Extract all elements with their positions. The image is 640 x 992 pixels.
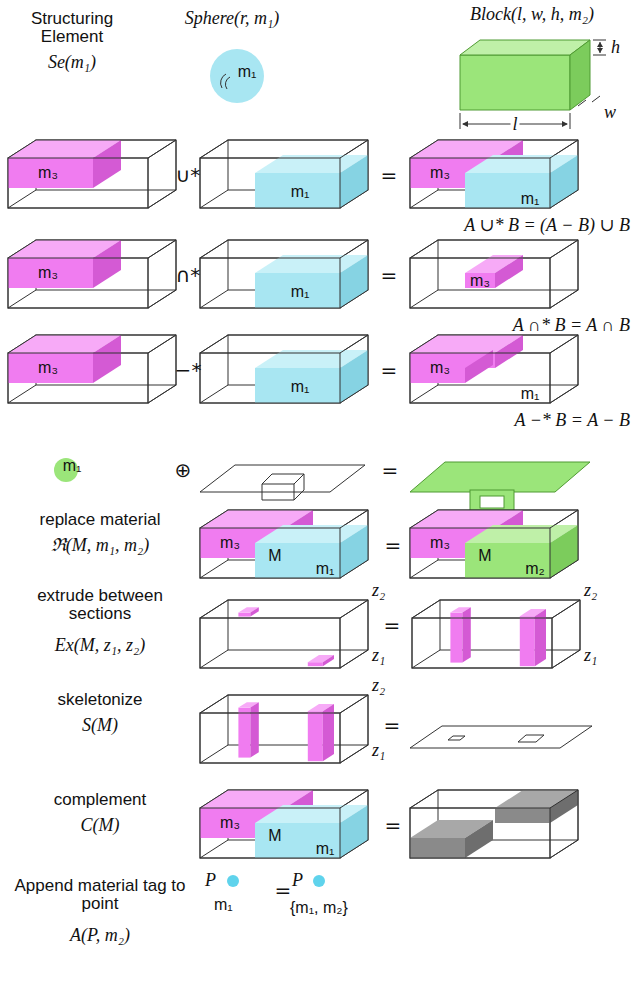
operation-formula: S(M) xyxy=(82,716,118,735)
operator-symbol: −* xyxy=(175,360,202,381)
material-tag: m₃ xyxy=(430,360,450,377)
equals-sign: = xyxy=(385,535,402,556)
operator-symbol: ∩* xyxy=(176,265,201,286)
material-tag: m₂ xyxy=(525,561,545,578)
material-tag: m₃ xyxy=(220,535,240,552)
operation-name: replace material xyxy=(40,511,161,529)
material-tag: m₁ xyxy=(521,386,540,403)
operation-name: complement xyxy=(54,791,147,809)
material-tag: {m₁, m₂} xyxy=(290,900,348,917)
equals-sign: = xyxy=(381,265,398,286)
sphere-formula: Sphere(r, m₁) xyxy=(185,9,280,28)
section-label: z₁ xyxy=(584,646,597,665)
replace-row xyxy=(200,510,578,578)
section-label: z₁ xyxy=(372,646,385,665)
operation-formula: A ∩* B = A ∩ B xyxy=(513,316,630,335)
material-tag: m₃ xyxy=(470,273,490,290)
material-tag: m₁ xyxy=(316,841,335,858)
equals-sign: = xyxy=(384,715,401,736)
skeleton-row xyxy=(200,695,592,763)
complement-row xyxy=(200,790,578,858)
section-label: z₂ xyxy=(372,581,385,600)
material-tag: m₃ xyxy=(430,165,450,182)
block-figure xyxy=(460,40,606,129)
operation-formula: A −* B = A − B xyxy=(515,411,630,430)
operator-symbol: ⊕ xyxy=(175,460,192,481)
union-row xyxy=(8,140,578,208)
equals-sign: = xyxy=(382,460,399,481)
element-formula: Se(m₁) xyxy=(48,53,96,72)
material-tag: m₁ xyxy=(63,458,82,475)
operator-symbol: ∪* xyxy=(176,165,201,186)
point-label: P xyxy=(205,871,216,890)
material-tag: m₃ xyxy=(430,535,450,552)
material-tag: m₃ xyxy=(220,815,240,832)
equals-sign: = xyxy=(385,815,402,836)
material-tag: m₁ xyxy=(238,64,257,81)
operation-name: Append material tag to point xyxy=(10,877,190,913)
operation-formula: Ex(M, z₁, z₂) xyxy=(55,636,146,655)
material-tag: m₃ xyxy=(38,360,58,377)
material-tag: m₁ xyxy=(291,284,310,301)
model-label: M xyxy=(478,548,491,565)
block-formula: Block(l, w, h, m₂) xyxy=(470,5,594,24)
equals-sign: = xyxy=(381,360,398,381)
section-label: z₂ xyxy=(584,581,597,600)
operation-formula: A(P, m₂) xyxy=(70,926,130,945)
model-label: M xyxy=(268,828,281,845)
material-tag: m₁ xyxy=(291,184,310,201)
operation-name: extrude between sections xyxy=(25,587,175,623)
material-tag: m₃ xyxy=(38,165,58,182)
dimension-label: w xyxy=(604,103,616,122)
element-heading: Structuring Element xyxy=(12,10,132,46)
difference-row xyxy=(8,335,578,403)
operation-formula: C(M) xyxy=(81,816,120,835)
section-label: z₁ xyxy=(372,741,385,760)
intersection-row xyxy=(8,240,578,308)
material-tag: m₁ xyxy=(291,379,310,396)
dimension-label: h xyxy=(611,38,620,57)
extrude-row xyxy=(200,600,580,668)
section-label: z₂ xyxy=(372,676,385,695)
operation-formula: A ∪* B = (A − B) ∪ B xyxy=(464,216,630,235)
sphere-figure xyxy=(210,49,264,103)
dimension-label: l xyxy=(510,115,519,134)
dilation-row xyxy=(54,458,590,514)
operation-formula: ℜ(M, m₁, m₂) xyxy=(51,536,150,555)
equals-sign: = xyxy=(275,880,292,901)
point-label: P xyxy=(292,871,303,890)
model-label: M xyxy=(268,548,281,565)
material-tag: m₁ xyxy=(316,561,335,578)
material-tag: m₃ xyxy=(38,265,58,282)
equals-sign: = xyxy=(384,615,401,636)
material-tag: m₁ xyxy=(214,897,233,914)
operation-name: skeletonize xyxy=(57,691,142,709)
equals-sign: = xyxy=(381,165,398,186)
material-tag: m₁ xyxy=(521,191,540,208)
